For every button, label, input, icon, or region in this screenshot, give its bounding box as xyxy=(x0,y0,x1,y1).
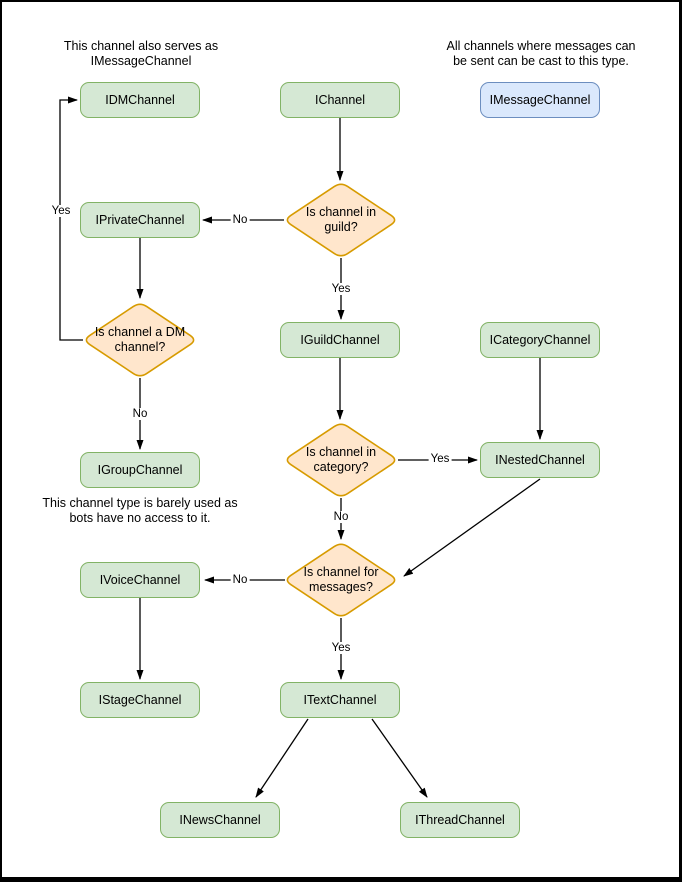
edge-label-messages-yes: Yes xyxy=(329,642,353,654)
node-igroupchannel: IGroupChannel xyxy=(80,452,200,488)
edge-label-guild-yes: Yes xyxy=(329,283,353,295)
node-iguildchannel: IGuildChannel xyxy=(280,322,400,358)
note-line: All channels where messages can xyxy=(446,39,636,53)
note-line: be sent can be cast to this type. xyxy=(453,54,629,68)
edge-label-dm-no: No xyxy=(130,408,150,420)
decision-label-in-category: Is channel in category? xyxy=(305,445,377,474)
note-line: IMessageChannel xyxy=(90,54,192,68)
node-itextchannel: ITextChannel xyxy=(280,682,400,718)
note-line: This channel also serves as xyxy=(63,39,219,53)
edge-label-messages-no: No xyxy=(230,574,250,586)
edge-dm-decision-yes-to-idmchannel xyxy=(59,96,83,341)
node-ivoicechannel: IVoiceChannel xyxy=(80,562,200,598)
edge-inestedchannel-to-messages-decision xyxy=(403,478,541,577)
note-igroupchannel: This channel type is barely used as bots… xyxy=(10,496,270,526)
node-idmchannel: IDMChannel xyxy=(80,82,200,118)
edge-label-dm-yes: Yes xyxy=(49,205,73,217)
note-line: bots have no access to it. xyxy=(69,511,211,525)
node-icategorychannel: ICategoryChannel xyxy=(480,322,600,358)
node-inestedchannel: INestedChannel xyxy=(480,442,600,478)
node-imessagechannel: IMessageChannel xyxy=(480,82,600,118)
edge-label-category-yes: Yes xyxy=(428,453,452,465)
node-inewschannel: INewsChannel xyxy=(160,802,280,838)
note-imessagechannel: All channels where messages can be sent … xyxy=(421,39,661,69)
edge-label-guild-no: No xyxy=(230,214,250,226)
edge-itextchannel-to-inewschannel xyxy=(255,718,309,798)
edge-label-category-no: No xyxy=(331,511,351,523)
edge-itextchannel-to-ithreadchannel xyxy=(371,718,428,798)
node-ithreadchannel: IThreadChannel xyxy=(400,802,520,838)
node-ichannel: IChannel xyxy=(280,82,400,118)
note-line: This channel type is barely used as xyxy=(42,496,238,510)
note-idmchannel: This channel also serves as IMessageChan… xyxy=(21,39,261,69)
decision-label-in-guild: Is channel in guild? xyxy=(305,205,377,234)
node-istagechannel: IStageChannel xyxy=(80,682,200,718)
decision-label-for-messages: Is channel for messages? xyxy=(303,565,379,594)
decision-label-is-dm: Is channel a DM channel? xyxy=(94,325,186,354)
node-iprivatechannel: IPrivateChannel xyxy=(80,202,200,238)
